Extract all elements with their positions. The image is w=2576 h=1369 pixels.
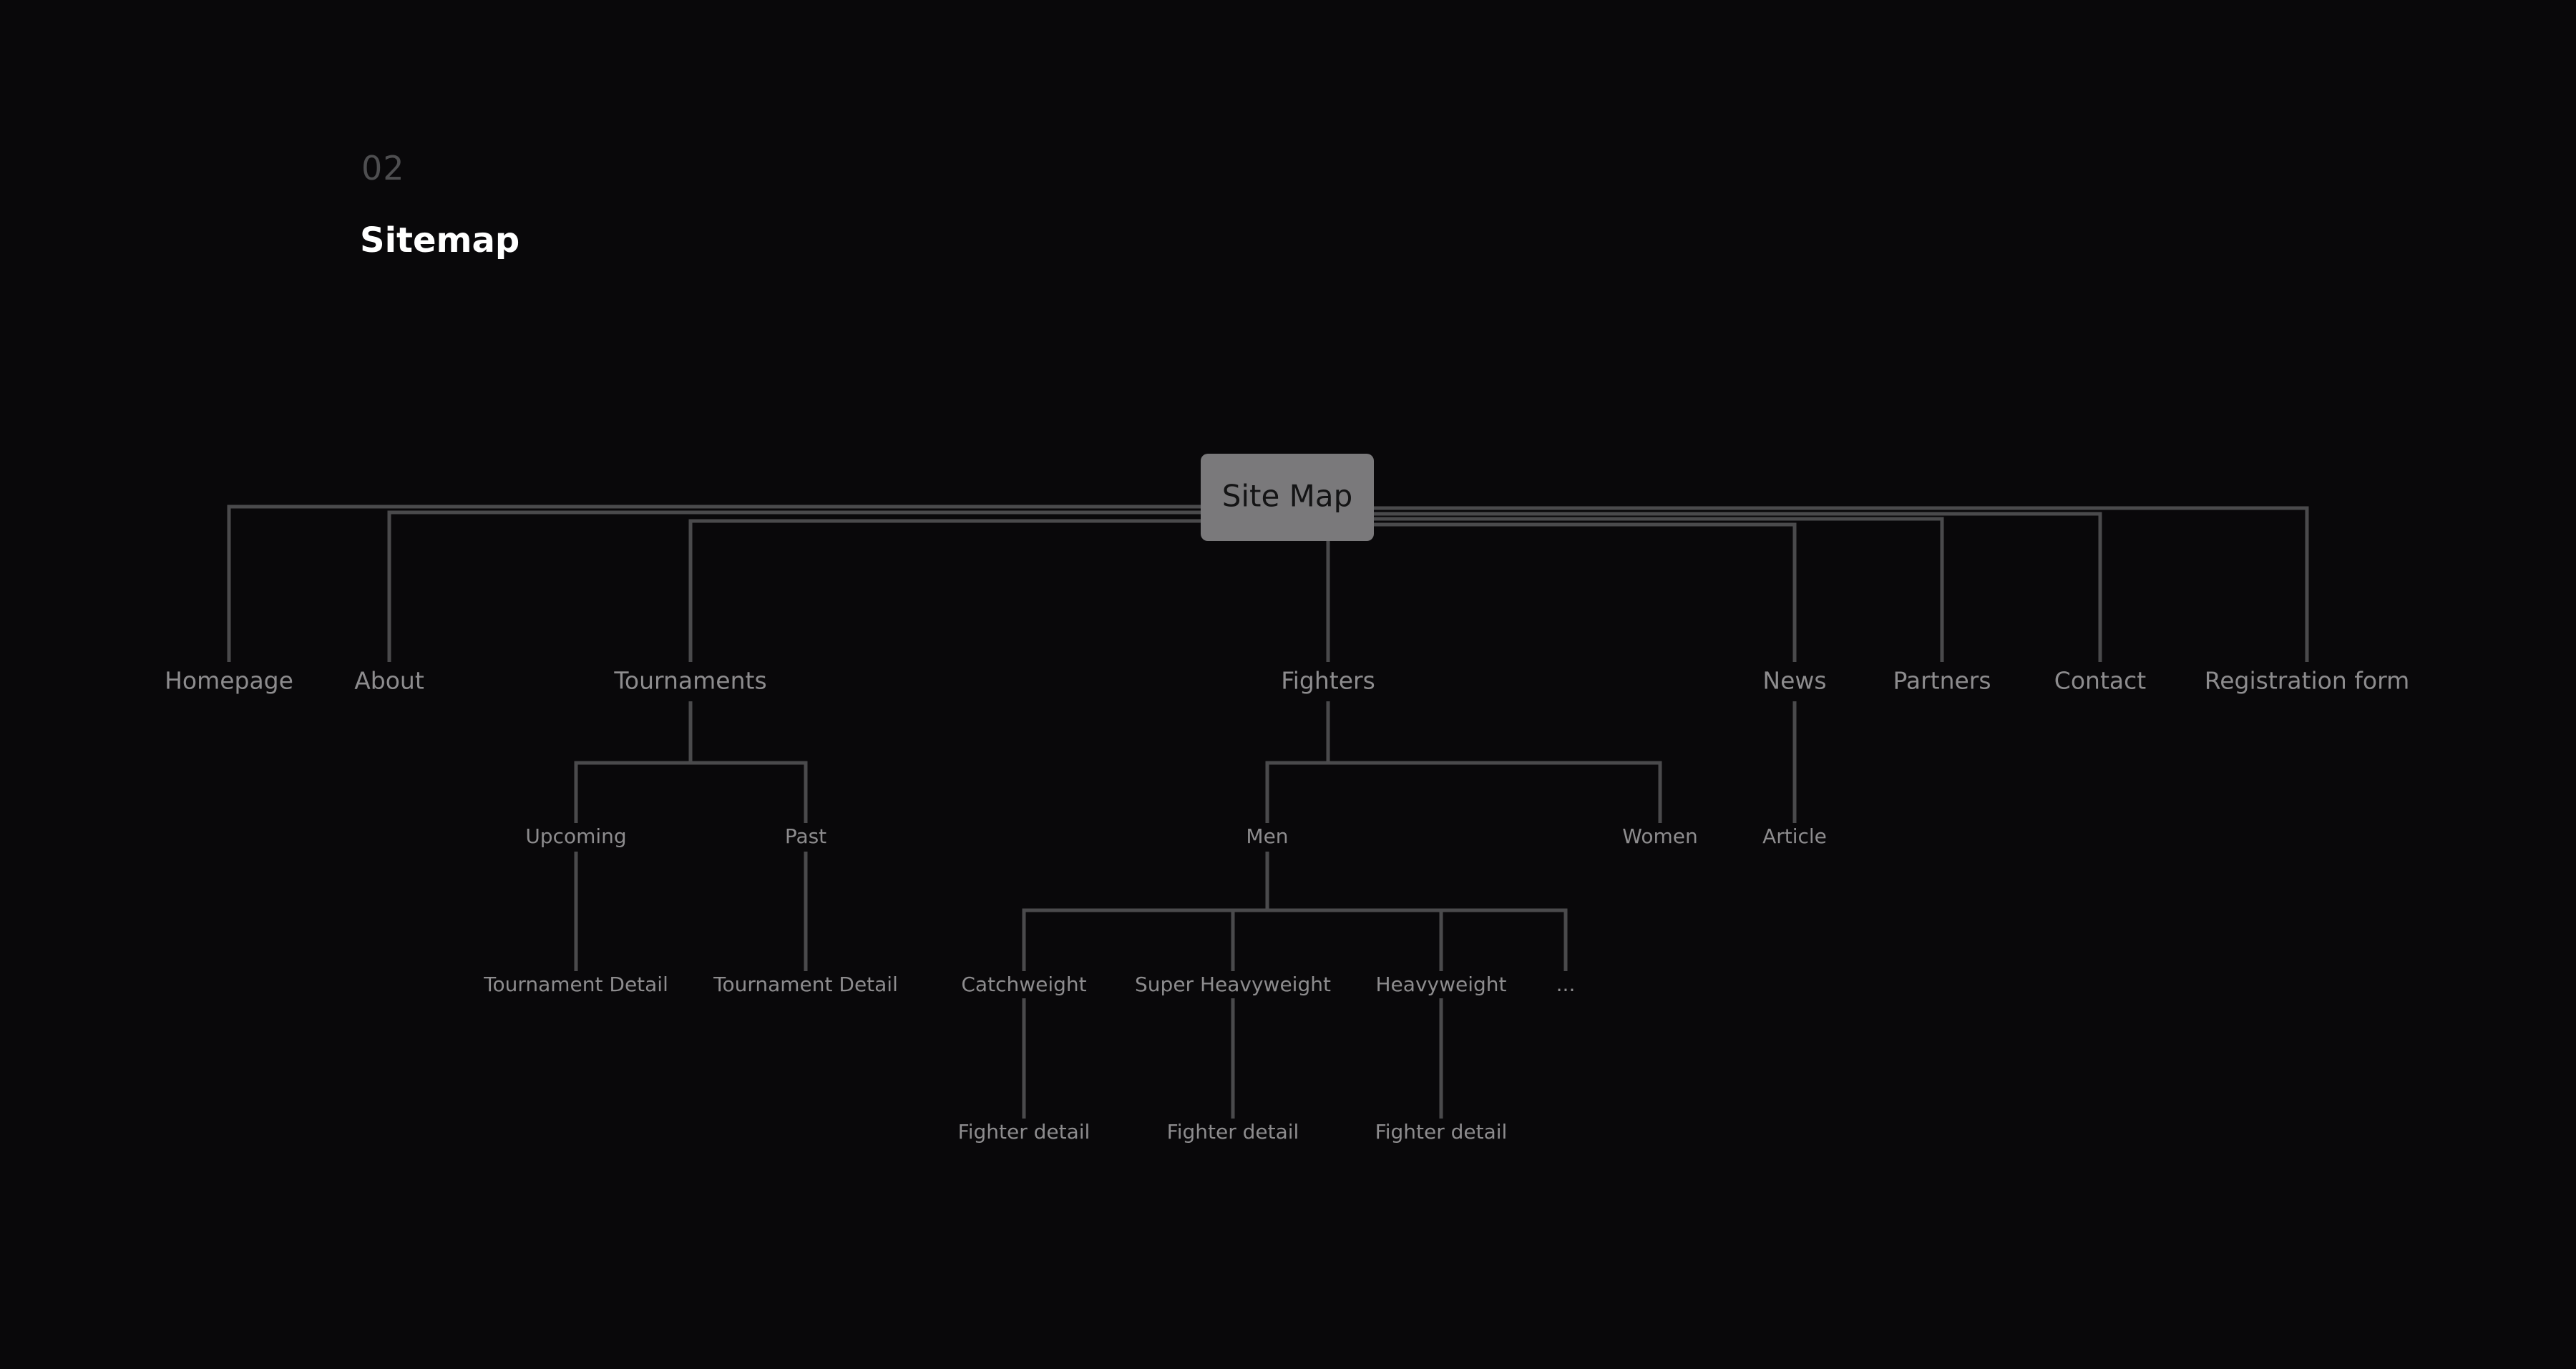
connector-registration — [1372, 506, 2309, 662]
connector-about — [387, 510, 1202, 662]
page-catchweight-fighter-detail[interactable]: Fighter detail — [958, 1120, 1091, 1144]
page-more-weight-classes[interactable]: ... — [1556, 973, 1576, 996]
page-upcoming[interactable]: Upcoming — [525, 824, 626, 848]
fighters-connectors — [1022, 701, 1662, 1119]
connector-partners — [1372, 517, 1944, 662]
page-upcoming-tournament-detail[interactable]: Tournament Detail — [483, 973, 668, 996]
page-tournaments[interactable]: Tournaments — [613, 667, 766, 695]
section-number: 02 — [361, 149, 405, 187]
connector-fighters-children — [1265, 701, 1662, 823]
third-level-pages: Tournament Detail Tournament Detail Catc… — [483, 973, 1575, 996]
connector-tournaments — [688, 519, 1202, 662]
page-super-heavyweight[interactable]: Super Heavyweight — [1135, 973, 1331, 996]
root-box — [1201, 454, 1374, 541]
page-homepage[interactable]: Homepage — [165, 667, 293, 695]
top-level-pages: Homepage About Tournaments Fighters News… — [165, 667, 2409, 695]
page-super-heavyweight-fighter-detail[interactable]: Fighter detail — [1167, 1120, 1299, 1144]
page-registration-form[interactable]: Registration form — [2205, 667, 2409, 695]
page-article[interactable]: Article — [1762, 824, 1827, 848]
connector-news — [1372, 522, 1797, 662]
page-past[interactable]: Past — [785, 824, 826, 848]
page-contact[interactable]: Contact — [2054, 667, 2146, 695]
connector-homepage — [227, 505, 1202, 662]
connector-men-children — [1022, 852, 1568, 971]
root-node[interactable]: Site Map — [1201, 454, 1374, 541]
fourth-level-pages: Fighter detail Fighter detail Fighter de… — [958, 1120, 1508, 1144]
section-title: Sitemap — [360, 220, 520, 260]
page-women[interactable]: Women — [1622, 824, 1697, 848]
connector-contact — [1372, 512, 2102, 662]
page-heavyweight[interactable]: Heavyweight — [1376, 973, 1507, 996]
page-fighters[interactable]: Fighters — [1281, 667, 1375, 695]
page-news[interactable]: News — [1762, 667, 1826, 695]
page-about[interactable]: About — [354, 667, 424, 695]
second-level-pages: Upcoming Past Men Women Article — [525, 824, 1827, 848]
root-connectors — [227, 505, 2309, 662]
page-partners[interactable]: Partners — [1893, 667, 1991, 695]
page-past-tournament-detail[interactable]: Tournament Detail — [713, 973, 898, 996]
tournaments-connectors — [574, 701, 808, 971]
page-heavyweight-fighter-detail[interactable]: Fighter detail — [1375, 1120, 1508, 1144]
page-men[interactable]: Men — [1246, 824, 1288, 848]
connector-tournaments-children — [574, 701, 808, 823]
root-label: Site Map — [1222, 479, 1353, 514]
page-catchweight[interactable]: Catchweight — [961, 973, 1086, 996]
